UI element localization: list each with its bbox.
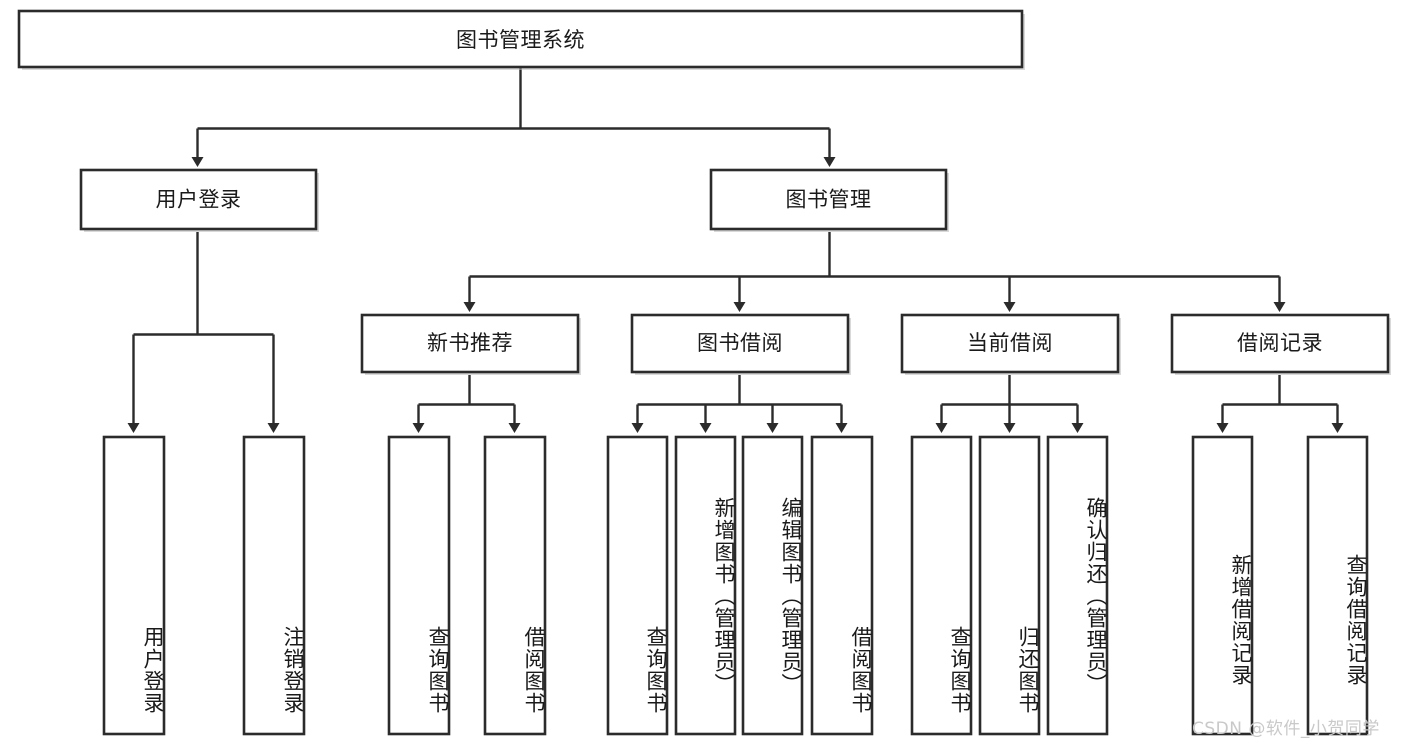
node-current-borrow[interactable]: 当前借阅 — [900, 313, 1121, 375]
current-borrow-rect[interactable] — [900, 313, 1120, 374]
root-label: 图书管理系统 — [456, 28, 585, 52]
node-root[interactable]: 图书管理系统 — [17, 9, 1025, 70]
book-manage-rect[interactable] — [709, 168, 948, 231]
leaf-add-record-rect[interactable] — [1191, 435, 1254, 736]
leaf-confirm-return-rect[interactable] — [1046, 435, 1109, 736]
leaf-query-book-3-rect[interactable] — [910, 435, 973, 736]
leaf-user-login-rect[interactable] — [102, 435, 166, 736]
leaf-query-book-1-rect[interactable] — [387, 435, 451, 736]
book-manage-label: 图书管理 — [786, 188, 872, 212]
node-borrow-record[interactable]: 借阅记录 — [1170, 313, 1391, 375]
node-new-book-recommend[interactable]: 新书推荐 — [360, 313, 581, 375]
leaf-query-record-rect[interactable] — [1306, 435, 1369, 736]
borrow-record-rect[interactable] — [1170, 313, 1390, 374]
leaf-edit-book-rect[interactable] — [741, 435, 804, 736]
leaf-query-book-2-rect[interactable] — [606, 435, 669, 736]
leaf-logout-rect[interactable] — [242, 435, 306, 736]
user-login-label: 用户登录 — [156, 188, 242, 212]
new-book-recommend-rect[interactable] — [360, 313, 580, 374]
user-login-rect[interactable] — [79, 168, 318, 231]
node-user-login[interactable]: 用户登录 — [79, 168, 319, 232]
book-borrow-label: 图书借阅 — [697, 331, 783, 355]
leaf-borrow-book-2-rect[interactable] — [810, 435, 874, 736]
leaf-add-book-rect[interactable] — [674, 435, 737, 736]
book-borrow-rect[interactable] — [630, 313, 850, 374]
current-borrow-label: 当前借阅 — [967, 331, 1053, 355]
node-book-manage[interactable]: 图书管理 — [709, 168, 949, 232]
csdn-watermark: CSDN @软件_小贺同学 — [1192, 719, 1380, 739]
root-rect[interactable] — [17, 9, 1024, 69]
leaf-boxes — [102, 435, 1369, 736]
new-book-recommend-label: 新书推荐 — [427, 331, 513, 355]
node-book-borrow[interactable]: 图书借阅 — [630, 313, 851, 375]
borrow-record-label: 借阅记录 — [1237, 331, 1323, 355]
leaf-return-book-rect[interactable] — [978, 435, 1041, 736]
connector-group — [127, 67, 1344, 433]
leaf-borrow-book-1-rect[interactable] — [483, 435, 547, 736]
